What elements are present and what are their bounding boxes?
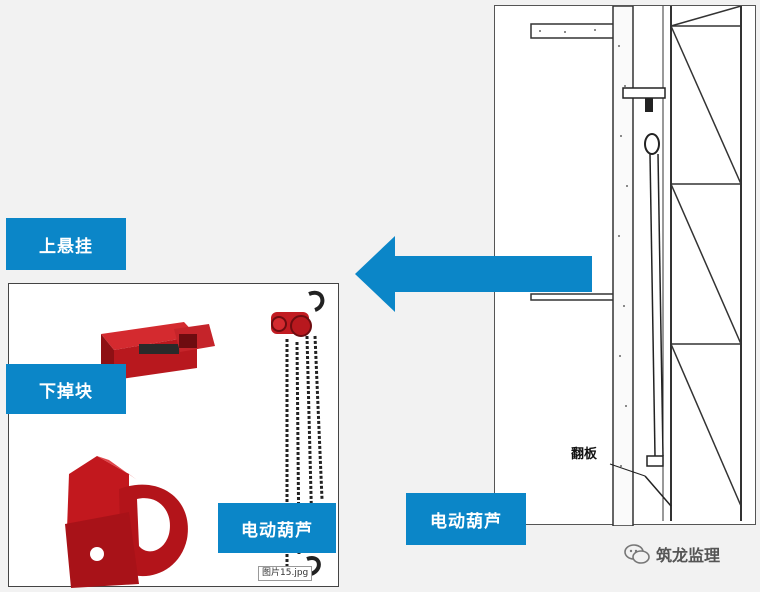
section-drawing [530, 5, 742, 527]
drop-block-label: 下掉块 [6, 364, 126, 414]
wechat-icon [624, 544, 650, 564]
watermark-text: 筑龙监理 [656, 546, 721, 565]
drop-block-part [65, 456, 188, 588]
watermark: 筑龙监理 [624, 542, 720, 566]
flip-plate-label: 翻板 [571, 447, 598, 462]
hoist-label-right: 电动葫芦 [406, 493, 526, 545]
top-hanger-label: 上悬挂 [6, 218, 126, 270]
photo-caption: 图片15.jpg [258, 566, 313, 581]
hoist-label-left: 电动葫芦 [218, 503, 336, 553]
left-arrow [355, 236, 592, 312]
